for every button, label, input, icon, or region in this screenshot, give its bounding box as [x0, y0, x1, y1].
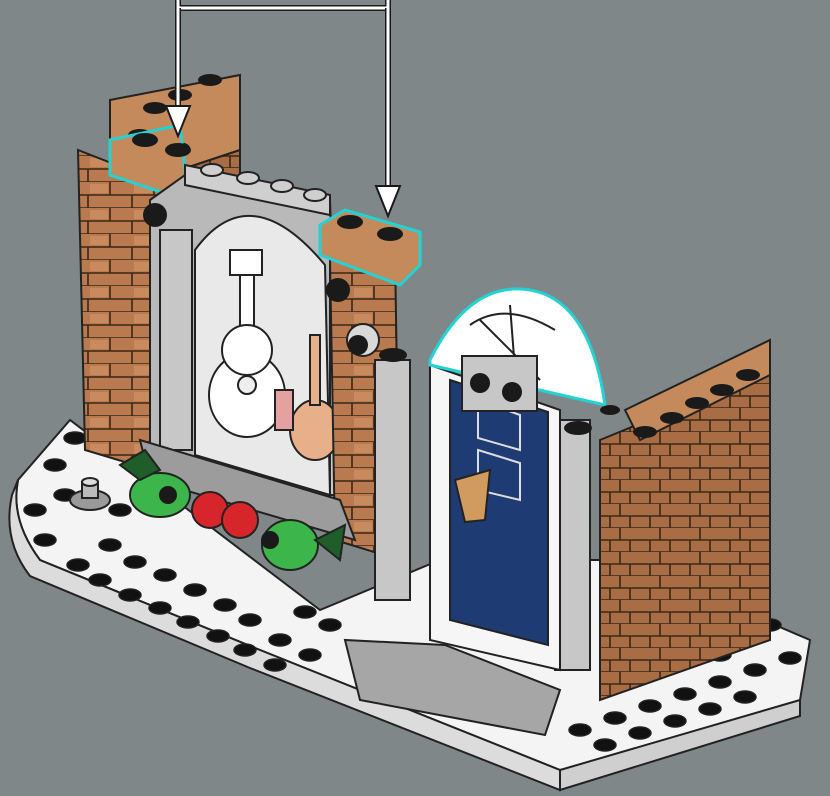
right-brick-wall — [600, 340, 770, 700]
arch-window — [150, 164, 358, 500]
